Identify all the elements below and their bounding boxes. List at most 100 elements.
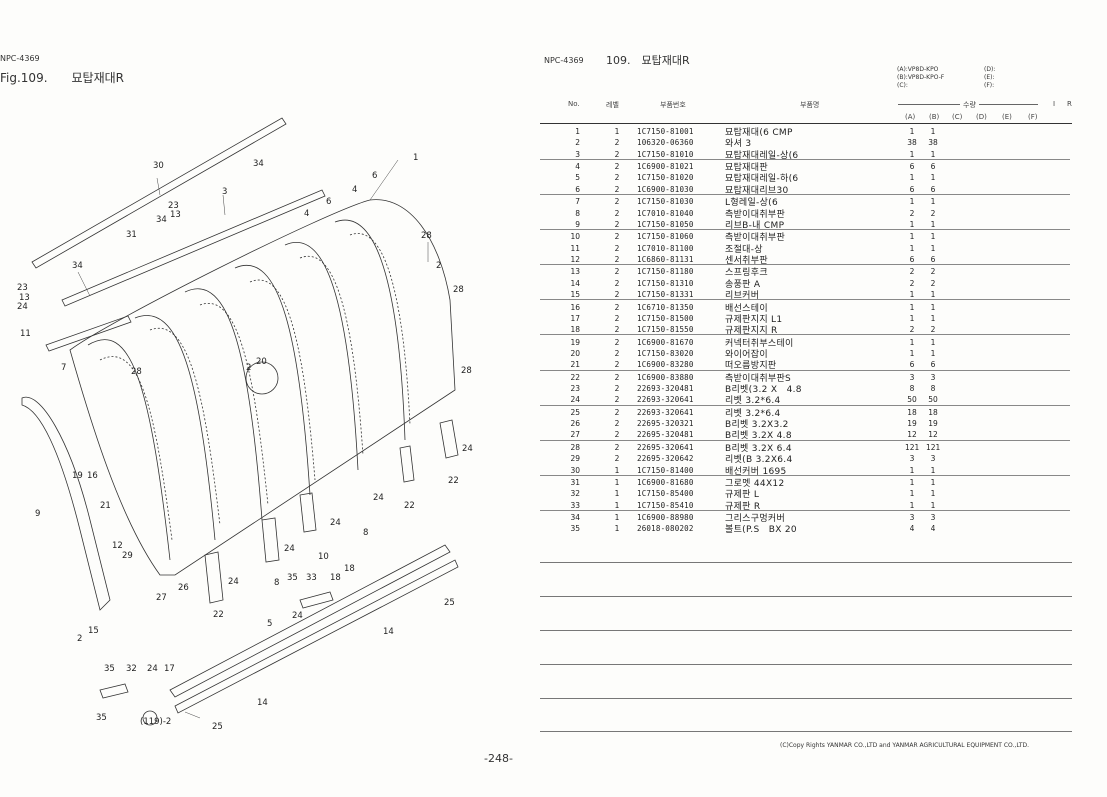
callout-2: 2 bbox=[436, 261, 441, 271]
callout-17: 17 bbox=[164, 664, 175, 674]
cell-qty-b: 8 bbox=[930, 384, 936, 393]
air-plate-part bbox=[174, 559, 459, 714]
cell-qty-b: 1 bbox=[930, 127, 936, 136]
row-group-divider bbox=[540, 404, 1070, 406]
callout-34c: 34 bbox=[72, 261, 83, 271]
cell-qty-a: 1 bbox=[909, 219, 915, 229]
cell-part-no: 22695-320321 bbox=[637, 419, 694, 429]
callout-20: 20 bbox=[256, 357, 267, 367]
cell-level: 2 bbox=[614, 419, 620, 429]
callout-13b: 13 bbox=[19, 293, 30, 303]
callout-35c: 35 bbox=[96, 713, 107, 723]
cell-qty-b: 1 bbox=[930, 348, 936, 358]
cell-qty-a: 1 bbox=[909, 290, 915, 299]
callout-14: 14 bbox=[383, 627, 394, 637]
cell-no: 32 bbox=[570, 489, 580, 499]
cell-qty-b: 1 bbox=[930, 173, 936, 183]
row-group-divider bbox=[540, 229, 1070, 231]
cell-qty-a: 12 bbox=[907, 430, 917, 440]
cell-qty-a: 1 bbox=[909, 243, 915, 253]
cell-level: 2 bbox=[614, 197, 620, 207]
cell-qty-b: 12 bbox=[928, 430, 938, 440]
cell-part-no: 22693-320641 bbox=[637, 395, 694, 405]
header-r: R bbox=[1067, 100, 1072, 108]
cell-name: 배선스테이 bbox=[725, 303, 768, 314]
cell-level: 2 bbox=[614, 208, 620, 218]
cell-qty-b: 2 bbox=[930, 325, 936, 335]
header-qty: 수량 bbox=[960, 100, 979, 110]
cell-qty-b: 1 bbox=[930, 337, 936, 347]
blank-ruled-line bbox=[540, 630, 1072, 631]
cell-no: 8 bbox=[575, 208, 580, 218]
cell-qty-a: 2 bbox=[909, 325, 915, 335]
l-rail-part bbox=[45, 315, 132, 352]
callout-22: 22 bbox=[448, 476, 459, 486]
cell-qty-b: 1 bbox=[930, 290, 936, 299]
callout-22c: 22 bbox=[213, 610, 224, 620]
callout-25: 25 bbox=[444, 598, 455, 608]
cell-level: 2 bbox=[614, 325, 620, 335]
blank-ruled-line bbox=[540, 664, 1072, 665]
cell-no: 29 bbox=[570, 454, 580, 464]
callout-119-2: (119)-2 bbox=[140, 717, 171, 727]
cell-qty-b: 2 bbox=[930, 278, 936, 288]
cell-qty-a: 1 bbox=[909, 302, 915, 312]
cell-name: 묘탑재대(6 CMP bbox=[725, 128, 793, 138]
legend-d: (D): bbox=[984, 66, 996, 73]
blank-ruled-line bbox=[540, 596, 1072, 597]
cell-no: 4 bbox=[575, 162, 580, 172]
cell-no: 27 bbox=[570, 430, 580, 440]
blank-ruled-line bbox=[540, 698, 1072, 699]
cell-no: 1 bbox=[575, 127, 580, 136]
cell-name: 와이어잡이 bbox=[725, 349, 768, 360]
cell-level: 2 bbox=[614, 254, 620, 264]
cell-part-no: 1C6900-81670 bbox=[637, 337, 694, 347]
cell-qty-a: 1 bbox=[909, 197, 915, 207]
cell-part-no: 1C7150-81030 bbox=[637, 197, 694, 207]
cell-no: 30 bbox=[570, 465, 580, 475]
cell-part-no: 1C7150-81331 bbox=[637, 290, 694, 299]
cell-level: 2 bbox=[614, 395, 620, 405]
header-qc: (C) bbox=[952, 113, 963, 121]
callout-34b: 34 bbox=[156, 215, 167, 225]
cell-no: 16 bbox=[570, 302, 580, 312]
cell-part-no: 22693-320481 bbox=[637, 384, 694, 393]
cell-level: 2 bbox=[614, 219, 620, 229]
cell-level: 2 bbox=[614, 173, 620, 183]
callout-4: 4 bbox=[352, 185, 357, 195]
callout-19: 19 bbox=[72, 471, 83, 481]
cell-no: 21 bbox=[570, 360, 580, 370]
model-legend-left: (A):VP8D-KPO (B):VP8D-KPO-F (C): bbox=[897, 66, 944, 90]
cell-part-no: 1C7010-81100 bbox=[637, 243, 694, 253]
cell-no: 12 bbox=[570, 254, 580, 264]
callout-3: 3 bbox=[222, 187, 227, 197]
cell-level: 2 bbox=[614, 430, 620, 440]
cell-level: 2 bbox=[614, 267, 620, 277]
cell-level: 1 bbox=[614, 513, 620, 523]
cell-name: 규제판지지 L1 bbox=[725, 314, 783, 325]
cell-part-no: 26018-080202 bbox=[637, 524, 694, 534]
cell-qty-b: 1 bbox=[930, 465, 936, 475]
callout-24c: 24 bbox=[373, 493, 384, 503]
cell-level: 1 bbox=[614, 500, 620, 510]
cell-name: 그리스구멍커버 bbox=[725, 514, 786, 525]
cell-name: B리벳 3.2X 6.4 bbox=[725, 443, 792, 454]
cell-part-no: 22695-320641 bbox=[637, 442, 694, 452]
callout-22b: 22 bbox=[404, 501, 415, 511]
cell-no: 18 bbox=[570, 325, 580, 335]
cell-name: 송풍판 A bbox=[725, 279, 761, 290]
